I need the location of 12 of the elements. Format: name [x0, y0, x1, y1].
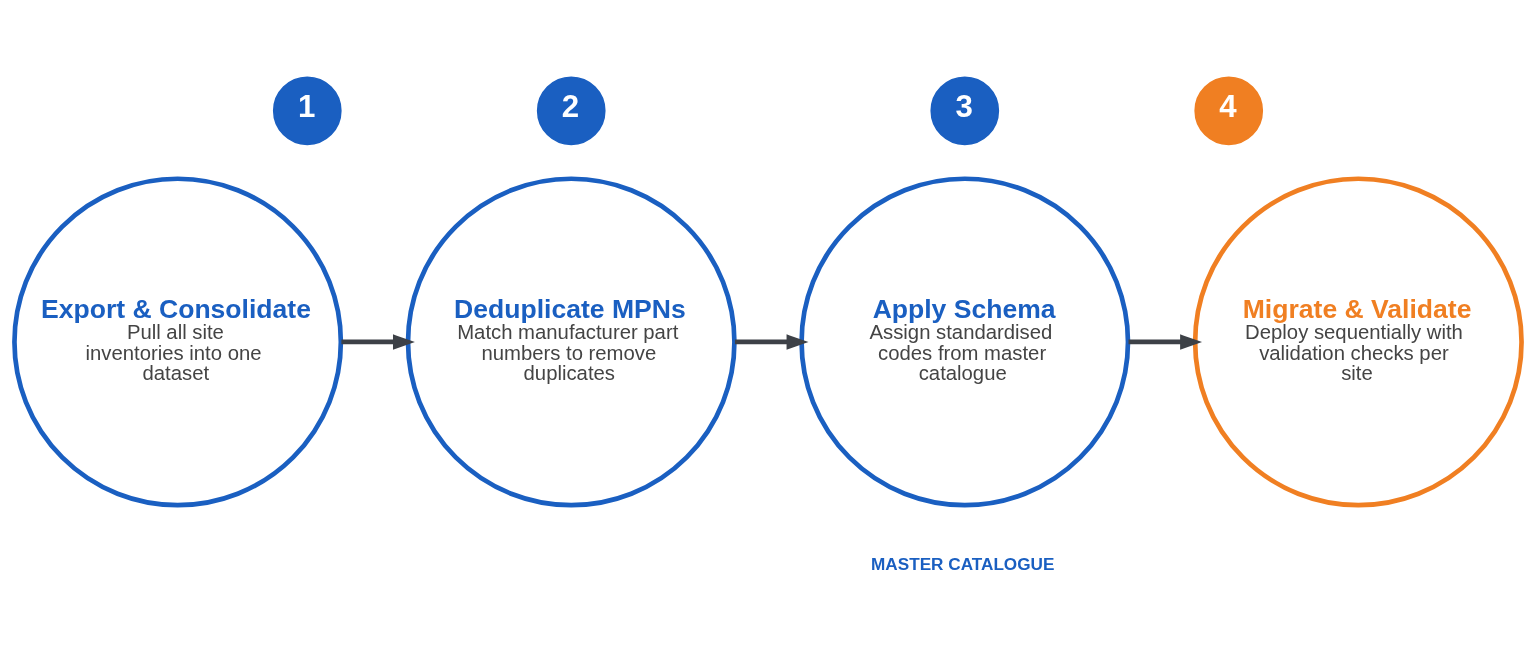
node-circle: Export & Consolidate Pull all site inventories into one dataset	[12, 175, 344, 507]
node-circle: 3	[930, 75, 1000, 145]
arrow	[734, 333, 809, 350]
node-circle: 4	[1194, 75, 1264, 145]
arrow	[1128, 333, 1203, 350]
arrow	[341, 333, 415, 350]
label: MASTER CATALOGUE	[871, 553, 1055, 574]
node-circle: Apply Schema Assign standardised codes from master catalogue	[799, 175, 1131, 507]
node-circle: Migrate & Validate Deploy sequentially with validation checks per site	[1192, 175, 1524, 507]
node-circle: Deduplicate MPNs Match manufacturer part numbers to remove duplicates	[405, 175, 737, 507]
node-circle: 2	[536, 75, 606, 145]
node-circle: 1	[272, 75, 342, 145]
